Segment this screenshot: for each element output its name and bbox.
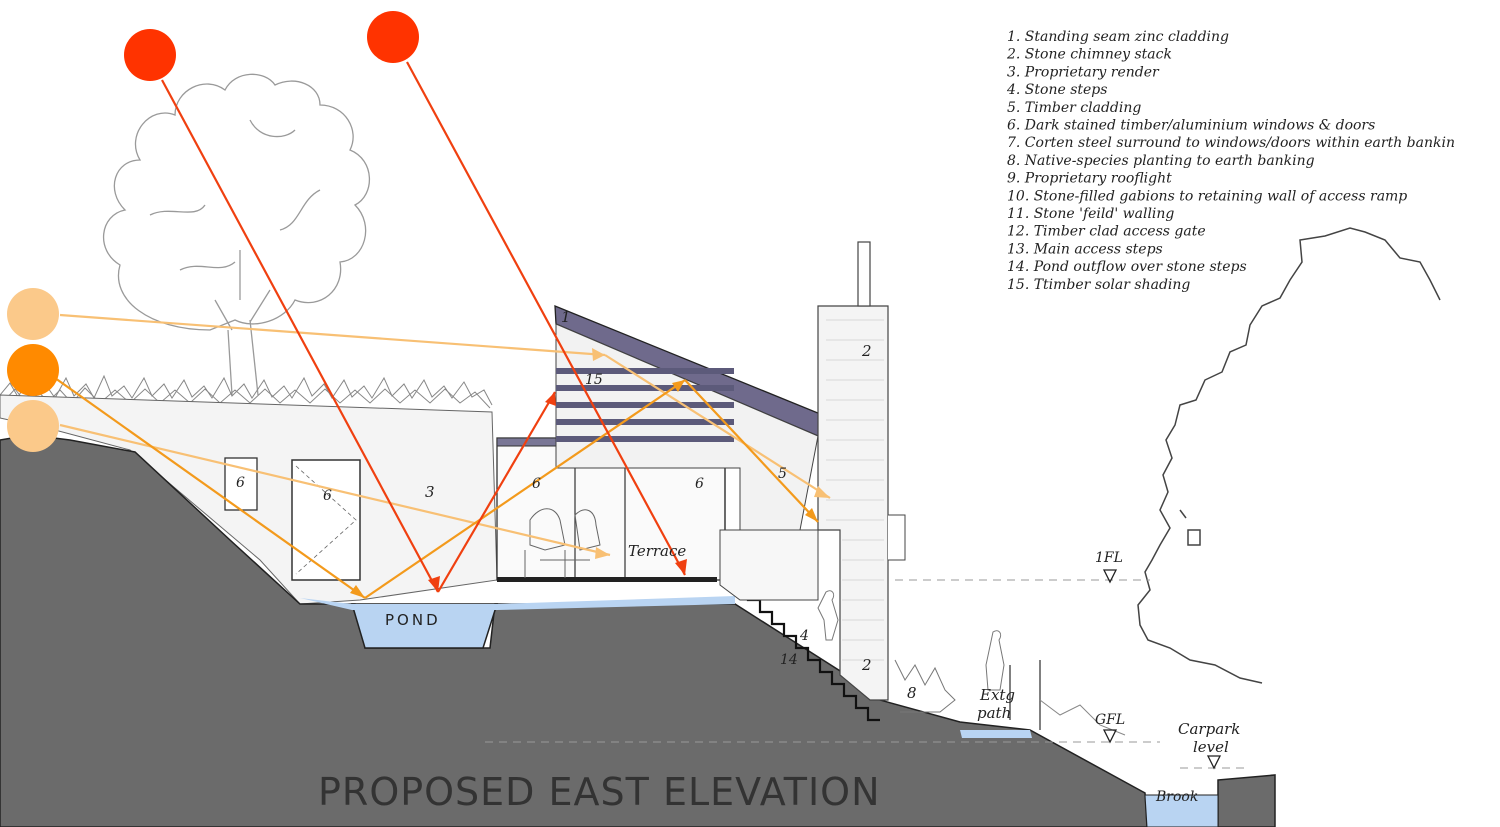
summer-sun-rays: [161, 61, 686, 593]
carpark-marker: [1206, 755, 1222, 770]
existing-path-label-2: path: [977, 704, 1011, 722]
tag-8: 8: [907, 684, 917, 702]
legend-item: 14. Pond outflow over stone steps: [1007, 259, 1247, 275]
ray-arrowheads: [350, 348, 830, 598]
figure-on-steps: [817, 590, 839, 641]
gfl-marker: [1102, 729, 1118, 744]
legend-item: 15. Ttimber solar shading: [1007, 277, 1190, 293]
native-planting: [894, 659, 956, 713]
tag-6-a: 6: [236, 475, 245, 491]
ground-right: [1217, 774, 1276, 827]
winter-sun-icon-1: [7, 288, 59, 340]
tag-14: 14: [780, 652, 798, 668]
carpark-label-1: Carpark: [1178, 720, 1240, 738]
legend-item: 13. Main access steps: [1007, 241, 1163, 257]
pond-label: POND: [385, 611, 441, 629]
legend-item: 11. Stone 'feild' walling: [1007, 206, 1174, 222]
legend-item: 12. Timber clad access gate: [1007, 224, 1206, 240]
terrace-label: Terrace: [628, 542, 686, 560]
ffl-marker: [1102, 569, 1118, 584]
gfl-label: GFL: [1095, 712, 1125, 728]
legend-item: 3. Proprietary render: [1007, 64, 1160, 80]
tag-2-upper: 2: [861, 342, 872, 360]
summer-sun-icon-2: [367, 11, 419, 63]
tag-4: 4: [799, 628, 809, 644]
legend-item: 4. Stone steps: [1006, 82, 1107, 98]
bank-planting: [1039, 699, 1126, 736]
stone-steps: [735, 586, 880, 722]
tag-5: 5: [778, 466, 787, 482]
tag-15: 15: [585, 372, 603, 388]
carpark-label-2: level: [1193, 738, 1229, 756]
ffl-label: 1FL: [1095, 550, 1123, 566]
tag-6-b: 6: [323, 488, 332, 504]
legend-item: 7. Corten steel surround to windows/door…: [1007, 135, 1455, 151]
path-water: [960, 730, 1032, 738]
equinox-sun-rays: [54, 377, 819, 599]
legend-item: 8. Native-species planting to earth bank…: [1007, 153, 1315, 169]
legend-item: 9. Proprietary rooflight: [1007, 171, 1172, 187]
legend-item: 1. Standing seam zinc cladding: [1007, 29, 1229, 45]
equinox-sun-icon: [7, 344, 59, 396]
brook-water: [1144, 794, 1219, 827]
drawing-title: PROPOSED EAST ELEVATION: [318, 770, 881, 814]
winter-sun-icon-2: [7, 400, 59, 452]
tag-6-d: 6: [695, 476, 704, 492]
legend: 1. Standing seam zinc cladding 2. Stone c…: [1006, 29, 1455, 293]
tag-1: 1: [561, 308, 571, 326]
tree-sketch: [103, 73, 371, 396]
water-channel: [300, 596, 735, 610]
figure-on-path: [985, 630, 1005, 691]
solar-shading-fins: [556, 368, 734, 442]
tree-right-sketch: [1137, 227, 1441, 684]
summer-sun-icon-1: [124, 29, 176, 81]
tag-2-lower: 2: [861, 656, 872, 674]
existing-path-label-1: Extg: [979, 686, 1015, 704]
brook-label: Brook: [1155, 789, 1198, 805]
legend-item: 10. Stone-filled gabions to retaining wa…: [1007, 188, 1407, 204]
legend-item: 2. Stone chimney stack: [1006, 47, 1172, 63]
legend-item: 6. Dark stained timber/aluminium windows…: [1007, 118, 1375, 134]
legend-item: 5. Timber cladding: [1007, 100, 1141, 116]
chimney-stack: [719, 241, 906, 701]
tag-6-c: 6: [532, 476, 541, 492]
tag-3: 3: [425, 483, 435, 501]
